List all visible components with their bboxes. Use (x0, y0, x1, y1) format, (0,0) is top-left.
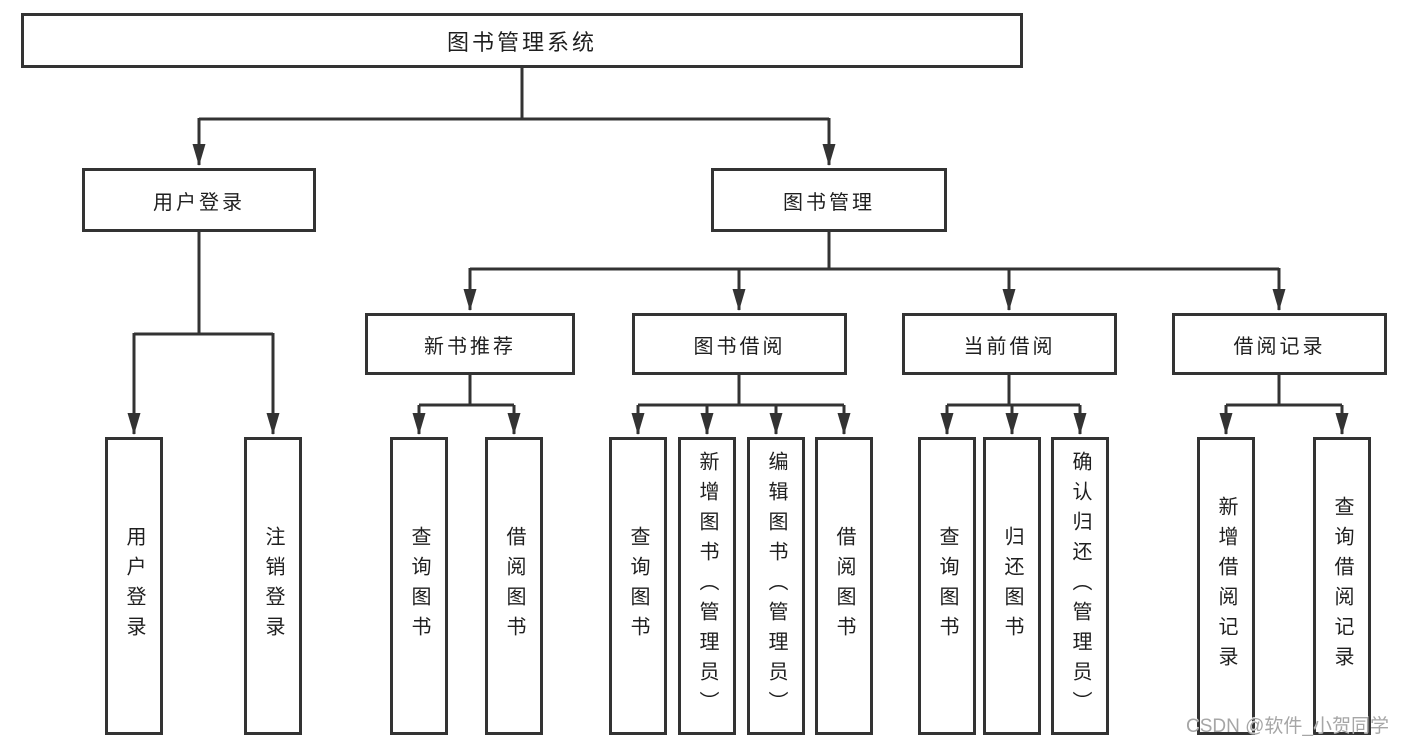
leaf-user-login-label: 用户登录 (123, 526, 145, 646)
leaf-edit-books-admin: 编辑图书（管理员） (747, 437, 805, 735)
leaf-borrow-books: 借阅图书 (815, 437, 873, 735)
leaf-borrow-books-recommend-label: 借阅图书 (503, 526, 525, 646)
leaf-query-books-current-label: 查询图书 (936, 526, 958, 646)
leaf-query-books-recommend: 查询图书 (390, 437, 448, 735)
leaf-return-books-label: 归还图书 (1001, 526, 1023, 646)
user-login-label: 用户登录 (153, 191, 245, 214)
root-box-book-management-system: 图书管理系统 (21, 13, 1023, 68)
book-management-box: 图书管理 (711, 168, 947, 232)
leaf-query-books-recommend-label: 查询图书 (408, 526, 430, 646)
user-login-box: 用户登录 (82, 168, 316, 232)
leaf-query-borrow-record-label: 查询借阅记录 (1331, 496, 1353, 676)
book-borrow-box: 图书借阅 (632, 313, 847, 375)
book-management-label: 图书管理 (783, 191, 875, 214)
leaf-user-login: 用户登录 (105, 437, 163, 735)
leaf-query-books-current: 查询图书 (918, 437, 976, 735)
leaf-query-books-borrow-label: 查询图书 (627, 526, 649, 646)
leaf-return-books: 归还图书 (983, 437, 1041, 735)
new-book-recommend-label: 新书推荐 (424, 335, 516, 358)
leaf-logout: 注销登录 (244, 437, 302, 735)
leaf-borrow-books-recommend: 借阅图书 (485, 437, 543, 735)
leaf-borrow-books-label: 借阅图书 (833, 526, 855, 646)
leaf-add-books-admin: 新增图书（管理员） (678, 437, 736, 735)
current-borrow-box: 当前借阅 (902, 313, 1117, 375)
leaf-edit-books-admin-label: 编辑图书（管理员） (765, 451, 787, 721)
borrow-records-label: 借阅记录 (1233, 335, 1326, 358)
leaf-query-books-borrow: 查询图书 (609, 437, 667, 735)
book-borrow-label: 图书借阅 (693, 335, 786, 358)
current-borrow-label: 当前借阅 (963, 335, 1056, 358)
borrow-records-box: 借阅记录 (1172, 313, 1387, 375)
root-label: 图书管理系统 (446, 29, 597, 55)
leaf-confirm-return-admin: 确认归还（管理员） (1051, 437, 1109, 735)
new-book-recommend-box: 新书推荐 (365, 313, 575, 375)
leaf-query-borrow-record: 查询借阅记录 (1313, 437, 1371, 735)
csdn-watermark: CSDN @软件_小贺同学 (1186, 716, 1389, 737)
leaf-logout-label: 注销登录 (262, 526, 284, 646)
leaf-confirm-return-admin-label: 确认归还（管理员） (1069, 451, 1091, 721)
leaf-add-borrow-record: 新增借阅记录 (1197, 437, 1255, 735)
leaf-add-books-admin-label: 新增图书（管理员） (696, 451, 718, 721)
leaf-add-borrow-record-label: 新增借阅记录 (1215, 496, 1237, 676)
